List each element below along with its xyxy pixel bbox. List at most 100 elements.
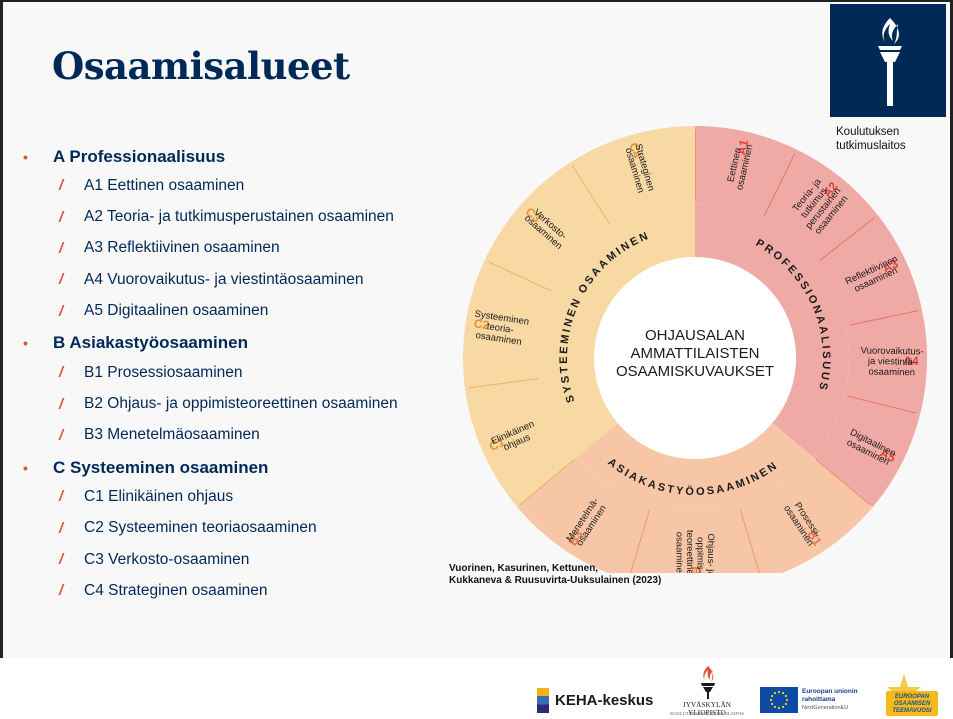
group-c: • C Systeeminen osaaminen /C1 Elinikäine… [22, 454, 492, 607]
slide-border-right [950, 0, 953, 719]
sector-divider [819, 217, 875, 262]
institute-label-line: tutkimuslaitos [836, 140, 906, 152]
eu-star-icon [769, 698, 773, 702]
slide-border-top [0, 0, 953, 2]
sector-label: Vuorovaikutus-ja viestintä-osaaminen [860, 345, 924, 378]
institute-label-line: Koulutuksen [836, 126, 900, 138]
slash-icon: / [59, 177, 64, 195]
institute-label: Koulutuksen tutkimuslaitos [836, 125, 951, 153]
sector-label-line: Vuorovaikutus- [861, 345, 924, 357]
group-heading: • B Asiakastyöosaaminen [22, 330, 492, 357]
eu-star-icon [784, 702, 788, 706]
jyu-logo-subtitle: KOULUTUKSEN TUTKIMUSLAITOS [670, 711, 744, 716]
eu-star-icon [777, 690, 781, 694]
wheel-center-circle [594, 257, 796, 459]
list-item: / B1 Prosessiosaaminen [22, 357, 492, 388]
sector-code: C2 [473, 316, 491, 332]
sector-label-line: teoreettinen [684, 530, 695, 573]
list-item-label: B1 Prosessiosaaminen [84, 363, 243, 381]
list-item-label: C3 Verkosto-osaaminen [84, 550, 250, 568]
sector-code: A1 [734, 138, 751, 156]
list-item-label: A5 Digitaalinen osaaminen [84, 302, 269, 320]
list-item: / C2 Systeeminen teoriaosaaminen [22, 513, 492, 544]
list-item-label: A1 Eettinen osaaminen [84, 176, 245, 194]
sector-divider [488, 261, 553, 292]
list-item-label: A2 Teoria- ja tutkimusperustainen osaami… [84, 208, 394, 226]
eu-line: Euroopan unionin [802, 688, 858, 695]
area-band-a [695, 204, 849, 457]
eu-star-icon [777, 706, 781, 710]
teema-line: OSAAMISEN [894, 701, 931, 707]
jyu-logo-name: JYVÄSKYLÄN YLIOPISTO [682, 701, 732, 717]
eu-star-icon [785, 698, 789, 702]
list-item-label: C2 Systeeminen teoriaosaaminen [84, 519, 317, 537]
eu-next-generation-label: NextGenerationEU [802, 705, 849, 711]
slash-icon: / [59, 488, 64, 506]
group-a: • A Professionaalisuus / A1 Eettinen osaa… [22, 143, 492, 327]
eu-star-icon [773, 691, 777, 695]
competence-list: • A Professionaalisuus / A1 Eettinen osaa… [22, 143, 492, 607]
area-band-b [577, 422, 813, 512]
list-item: /A3 Reflektiivinen osaaminen [22, 233, 492, 264]
slash-icon: / [59, 364, 64, 382]
slide-title: Osaamisalueet [52, 44, 350, 88]
wheel-center-line: OHJAUSALAN [645, 327, 745, 344]
sector-shape [739, 456, 873, 573]
list-item: /B2 Ohjaus- ja oppimisteoreettinen osaam… [22, 388, 492, 419]
eu-star-icon [781, 691, 785, 695]
list-item: /A5 Digitaalinen osaaminen [22, 296, 492, 327]
sector-code: C1 [487, 435, 507, 454]
sector-shape [484, 162, 613, 293]
sector-divider [763, 152, 796, 217]
group-label: A Professionaalisuus [53, 146, 226, 166]
list-item: /C4 Strateginen osaaminen [22, 575, 492, 606]
sector-code: A3 [881, 256, 901, 275]
keha-logo-text: KEHA-keskus [555, 692, 654, 709]
eu-funding-label: Euroopan unionin rahoittama [802, 688, 858, 704]
sector-divider [739, 509, 760, 573]
sector-label-line: osaaminen [673, 532, 684, 573]
eu-star-icon [781, 705, 785, 709]
list-item: / A1 Eettinen osaaminen [22, 170, 492, 201]
teemavuosi-logo: EUROOPAN OSAAMISEN TEEMAVUOSI [886, 674, 938, 716]
torch-icon [878, 18, 902, 106]
citation-line: Kukkaneva & Ruusuvirta-Uuksulainen (2023… [449, 575, 662, 586]
sector-shape [570, 126, 695, 229]
eu-line: rahoittama [802, 696, 836, 703]
list-item: /B3 Menetelmäosaaminen [22, 420, 492, 451]
list-item: / C3 Verkosto-osaaminen [22, 544, 492, 575]
sector-shape [630, 505, 760, 573]
sector-divider [468, 378, 539, 389]
sector-label-line: ja viestintä- [867, 356, 916, 368]
bullet-icon: • [23, 459, 28, 476]
keha-mark-icon [537, 688, 549, 713]
sector-divider [520, 459, 575, 505]
teema-line: TEEMAVUOSI [892, 708, 932, 714]
slash-icon: / [59, 271, 64, 289]
citation-line: Vuorinen, Kasurinen, Kettunen, [449, 563, 599, 574]
eu-star-icon [784, 694, 788, 698]
sector-divider [572, 165, 611, 226]
sector-code: B2 [689, 566, 703, 573]
wheel-center-line: OSAAMISKUVAUKSET [616, 363, 774, 380]
list-item-label: C1 Elinikäinen ohjaus [84, 487, 234, 505]
sector-shape [844, 309, 927, 415]
university-crest-logo [830, 4, 946, 117]
list-item-label: B2 Ohjaus- ja oppimisteoreettinen osaami… [84, 395, 398, 413]
slash-icon: / [59, 239, 64, 257]
eu-star-icon [773, 705, 777, 709]
sector-shape [695, 126, 797, 220]
slash-icon: / [59, 582, 64, 600]
slash-icon: / [59, 551, 64, 569]
slash-icon: / [59, 519, 64, 537]
bullet-icon: • [23, 148, 28, 165]
